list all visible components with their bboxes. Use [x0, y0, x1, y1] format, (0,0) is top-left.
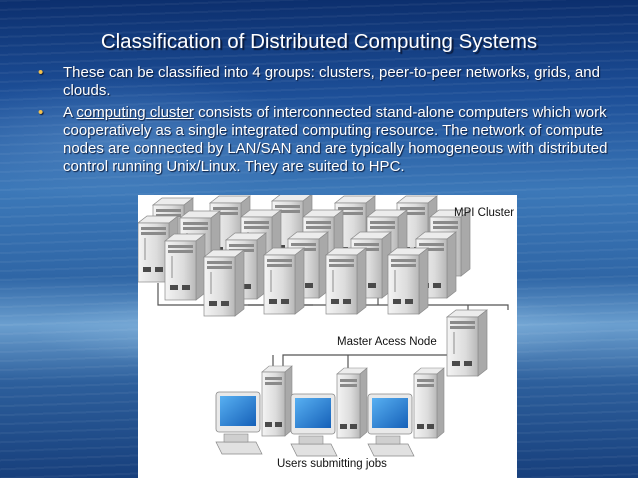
mpi-cluster-label: MPI Cluster — [454, 207, 515, 219]
computing-cluster-link[interactable]: computing cluster — [76, 104, 194, 121]
bullet-prefix: A — [63, 104, 77, 121]
bullet-item-cluster: • A computing cluster consists of interc… — [38, 104, 613, 176]
bullet-list: • These can be classified into 4 groups:… — [38, 64, 613, 180]
bullet-text: These can be classified into 4 groups: c… — [63, 64, 600, 99]
bullet-icon: • — [38, 104, 44, 121]
bullet-item-groups: • These can be classified into 4 groups:… — [38, 64, 613, 100]
bullet-icon: • — [38, 64, 44, 81]
bullet-text: consists of interconnected stand-alone c… — [63, 104, 608, 175]
slide-title: Classification of Distributed Computing … — [100, 30, 538, 53]
master-access-node-label: Master Acess Node — [337, 336, 437, 348]
users-submitting-jobs-label: Users submitting jobs — [277, 458, 387, 470]
cluster-diagram: MPI Cluster Master Acess Node Users subm… — [138, 195, 517, 478]
cluster-diagram-graphic — [138, 195, 509, 457]
